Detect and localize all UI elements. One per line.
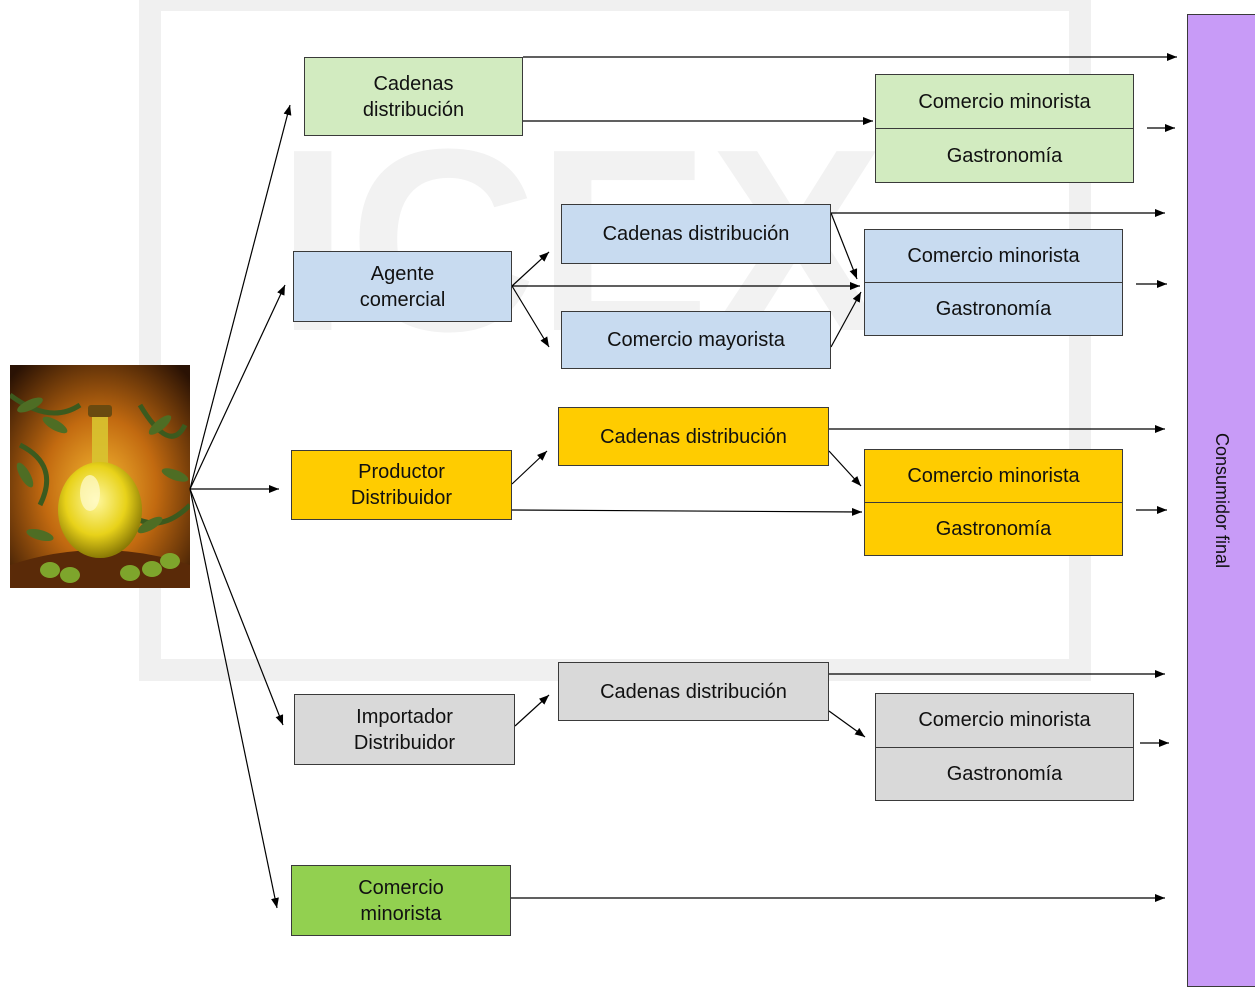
gastro-label-2: Gastronomía [865, 282, 1122, 335]
comercio-minorista-box: Comercio minorista [291, 865, 511, 936]
retail-gastro-box-1: Comercio minorista Gastronomía [875, 74, 1134, 183]
retail-label-4: Comercio minorista [918, 709, 1091, 732]
importador-distribuidor-box: Importador Distribuidor [294, 694, 515, 765]
comercio-mayorista-box: Comercio mayorista [561, 311, 831, 369]
cadenas-distribucion-box-2: Cadenas distribución [561, 204, 831, 264]
consumidor-final-label: Consumidor final [1212, 432, 1232, 569]
olive-oil-jar-icon [10, 365, 190, 588]
agente-comercial-box: Agente comercial [293, 251, 512, 322]
retail-gastro-box-3: Comercio minorista Gastronomía [864, 449, 1123, 556]
olive-oil-photo [10, 365, 190, 588]
gastro-label-3: Gastronomía [865, 502, 1122, 555]
cadenas-distribucion-box-3: Cadenas distribución [558, 407, 829, 466]
cadenas-distribucion-box: Cadenas distribución [304, 57, 523, 136]
gastro-label-1: Gastronomía [876, 128, 1133, 182]
retail-gastro-box-2: Comercio minorista Gastronomía [864, 229, 1123, 336]
retail-label-1: Comercio minorista [918, 90, 1091, 113]
retail-gastro-box-4: Comercio minorista Gastronomía [875, 693, 1134, 801]
consumidor-final-bar: Consumidor final [1187, 14, 1255, 987]
retail-label-2: Comercio minorista [907, 245, 1080, 267]
gastro-label-4: Gastronomía [876, 746, 1133, 801]
retail-label-3: Comercio minorista [907, 465, 1080, 487]
productor-distribuidor-box: Productor Distribuidor [291, 450, 512, 520]
cadenas-distribucion-box-4: Cadenas distribución [558, 662, 829, 721]
